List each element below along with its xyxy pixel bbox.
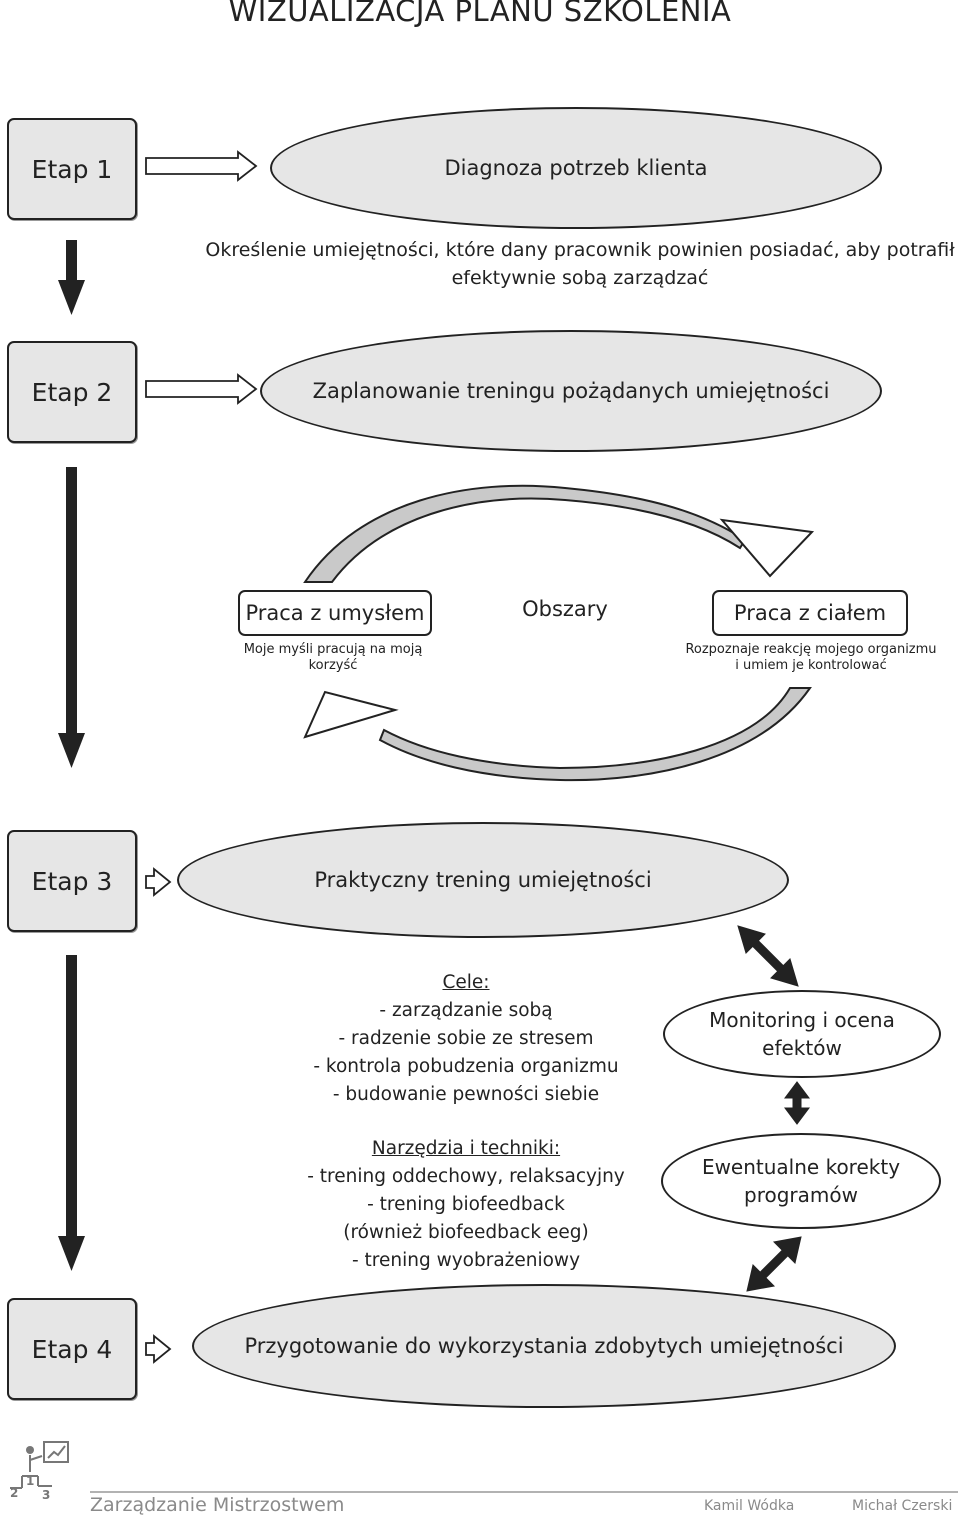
double-arrow-3 — [746, 1236, 802, 1292]
area-body-description-line1: Rozpoznaje reakcję mojego organizmu — [685, 642, 937, 657]
goals-item: - budowanie pewności siebie — [332, 1084, 600, 1105]
stage-4-ellipse: Przygotowanie do wykorzystania zdobytych… — [192, 1284, 896, 1408]
corrections-line1: Ewentualne korekty — [701, 1155, 901, 1179]
monitoring-ellipse: Monitoring i ocena efektów — [663, 990, 941, 1078]
stage-3-box: Etap 3 — [7, 830, 137, 932]
logo-digit-1: 1 — [26, 1474, 35, 1488]
monitoring-line1: Monitoring i ocena — [709, 1008, 895, 1032]
area-body-box: Praca z ciałem — [712, 590, 908, 636]
area-mind-description-line2: korzyść — [308, 658, 358, 673]
footer-author-2: Michał Czerski — [852, 1498, 953, 1514]
goals-item: - radzenie sobie ze stresem — [338, 1028, 594, 1049]
stage-1-description-line2: efektywnie sobą zarządzać — [451, 267, 709, 289]
footer-author-1: Kamil Wódka — [704, 1498, 795, 1514]
stage-2-box: Etap 2 — [7, 341, 137, 443]
tools-item: - trening biofeedback — [367, 1194, 565, 1215]
tools-list: Narzędzia i techniki: - trening oddechow… — [266, 1135, 666, 1275]
stage-2-ellipse: Zaplanowanie treningu pożądanych umiejęt… — [260, 330, 882, 452]
double-arrow-1 — [737, 925, 799, 987]
stage-1-ellipse: Diagnoza potrzeb klienta — [270, 107, 882, 229]
goals-list: Cele: - zarządzanie sobą - radzenie sobi… — [266, 969, 666, 1109]
down-arrow-3 — [58, 955, 85, 1271]
logo-digit-3: 3 — [42, 1488, 51, 1502]
goals-heading: Cele: — [442, 972, 490, 993]
stage-1-description: Określenie umiejętności, które dany prac… — [180, 236, 960, 292]
footer-brand: Zarządzanie Mistrzostwem — [90, 1494, 345, 1516]
page-title: WIZUALIZACJA PLANU SZKOLENIA — [228, 0, 732, 28]
right-arrow-4 — [145, 1334, 172, 1364]
area-mind-description-line1: Moje myśli pracują na moją — [243, 642, 423, 657]
stage-1-description-line1: Określenie umiejętności, które dany prac… — [205, 239, 955, 261]
cycle-arrow-bottom — [303, 687, 812, 782]
monitoring-line2: efektów — [762, 1036, 842, 1060]
stage-4-box: Etap 4 — [7, 1298, 137, 1400]
goals-item: - zarządzanie sobą — [379, 1000, 553, 1021]
down-arrow-1 — [58, 240, 85, 315]
tools-item: - trening oddechowy, relaksacyjny — [307, 1166, 625, 1187]
right-arrow-3 — [145, 867, 172, 897]
stage-1-box: Etap 1 — [7, 118, 137, 220]
area-mind-box: Praca z umysłem — [238, 590, 432, 636]
corrections-line2: programów — [744, 1183, 858, 1207]
down-arrow-2 — [58, 467, 85, 768]
double-arrow-2 — [784, 1081, 810, 1125]
area-mind-description: Moje myśli pracują na moją korzyść — [218, 642, 448, 674]
corrections-ellipse: Ewentualne korekty programów — [661, 1133, 941, 1229]
cycle-arrow-top — [303, 484, 815, 583]
logo-digit-2: 2 — [10, 1486, 19, 1500]
right-arrow-2 — [145, 373, 258, 405]
area-body-description: Rozpoznaje reakcję mojego organizmu i um… — [678, 642, 944, 674]
tools-item: (również biofeedback eeg) — [343, 1222, 589, 1243]
logo-icon — [10, 1441, 69, 1489]
tools-item: - trening wyobrażeniowy — [351, 1250, 581, 1271]
right-arrow-1 — [145, 150, 258, 182]
tools-heading: Narzędzia i techniki: — [371, 1138, 561, 1159]
stage-3-ellipse: Praktyczny trening umiejętności — [177, 822, 789, 938]
goals-item: - kontrola pobudzenia organizmu — [313, 1056, 619, 1077]
areas-center-label: Obszary — [522, 597, 608, 621]
area-body-description-line2: i umiem je kontrolować — [735, 658, 887, 673]
